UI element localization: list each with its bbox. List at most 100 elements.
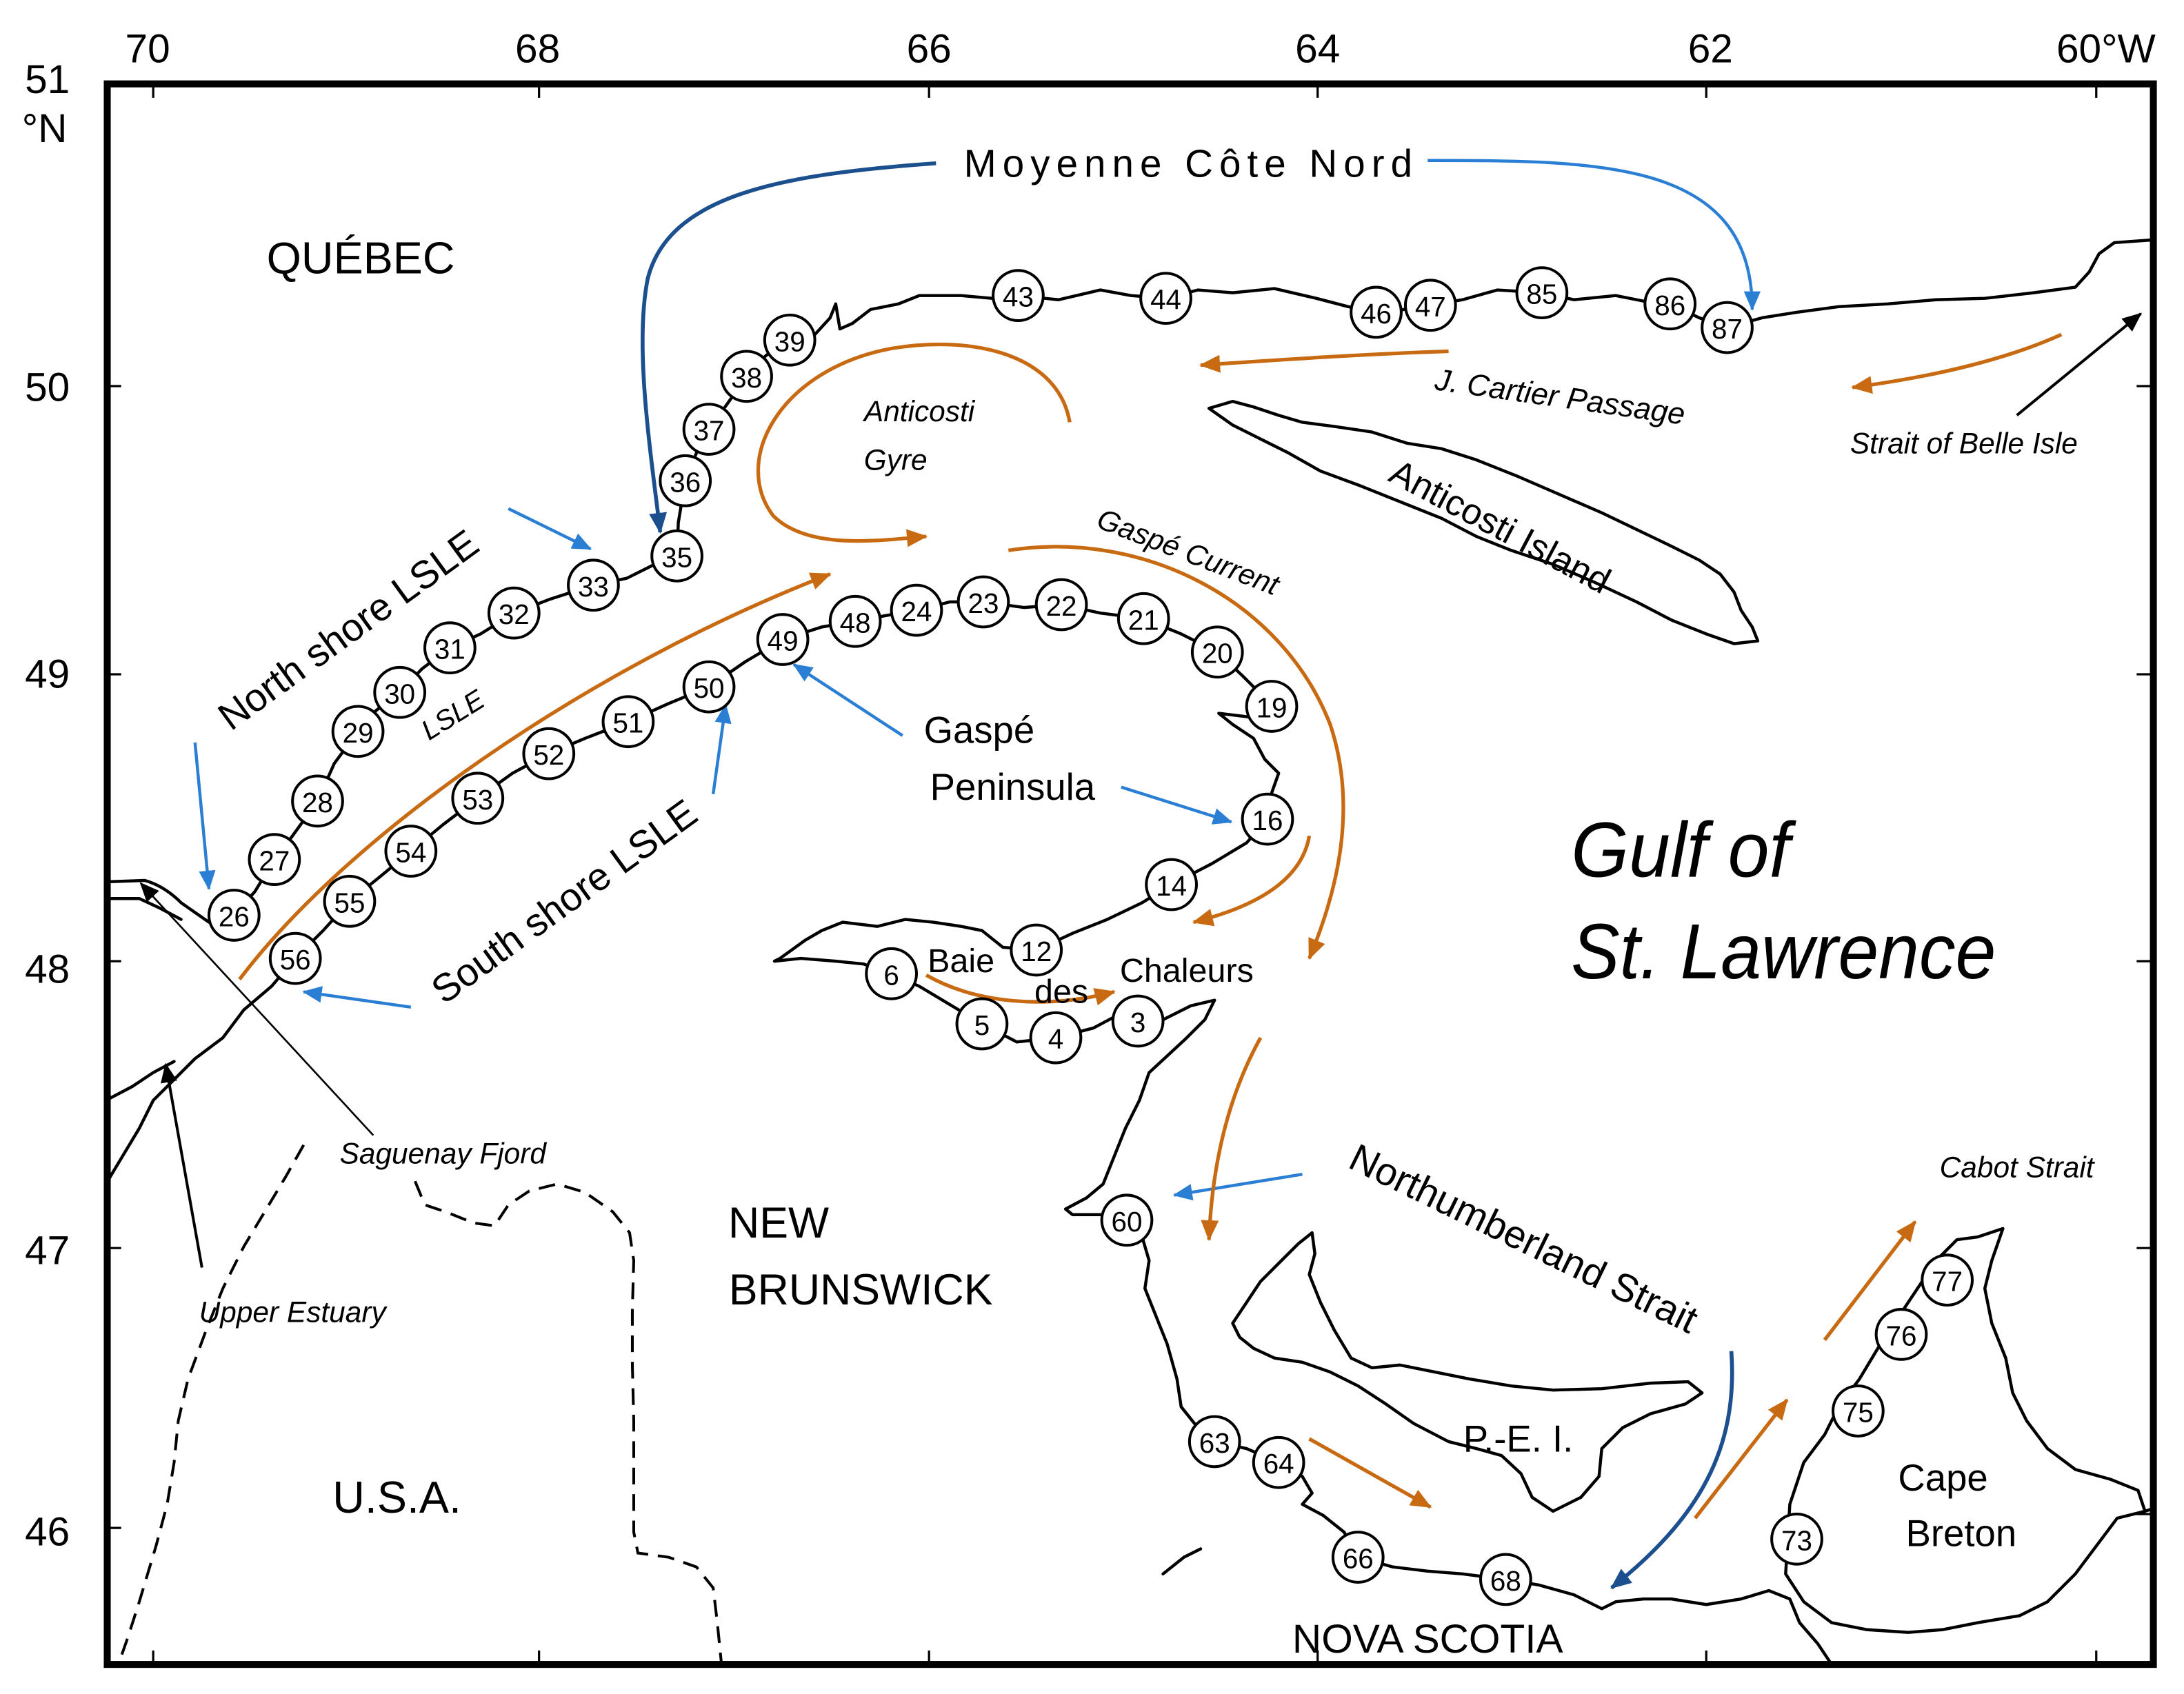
station-marker: 35	[650, 529, 703, 583]
lsle-label: LSLE	[415, 683, 490, 746]
quebec-label: QUÉBEC	[267, 233, 455, 283]
station-marker: 51	[601, 695, 655, 749]
station-marker: 3	[1111, 994, 1165, 1048]
gulf-label-line1: Gulf of	[1571, 807, 1796, 894]
station-circle	[682, 403, 736, 456]
nova-scotia-label: NOVA SCOTIA	[1292, 1617, 1563, 1662]
station-marker: 37	[682, 403, 736, 456]
station-circle	[1034, 578, 1088, 632]
station-marker: 6	[865, 947, 919, 1000]
station-number: 21	[1128, 604, 1159, 636]
anticosti-island-outline	[1207, 399, 1760, 645]
station-marker: 60	[1100, 1193, 1154, 1247]
station-circle	[1831, 1384, 1885, 1438]
station-marker: 32	[487, 586, 541, 640]
station-circle	[1116, 592, 1170, 645]
station-number: 24	[901, 596, 932, 627]
station-number: 27	[259, 845, 290, 877]
latitude-axis: 51 °N 50 49 48 47 46	[22, 57, 70, 1555]
strait-of-belle-isle-label: Strait of Belle Isle	[1850, 427, 2078, 459]
station-number: 5	[974, 1009, 990, 1041]
station-marker: 44	[1139, 272, 1192, 325]
cape-breton-label-line2: Breton	[1906, 1513, 2017, 1555]
station-circle	[567, 558, 620, 612]
station-marker: 20	[1190, 625, 1244, 679]
baie-des-chaleurs-label-word3: Chaleurs	[1120, 952, 1254, 989]
longitude-tick-label: 62	[1688, 27, 1733, 72]
cape-breton-outline	[1784, 1227, 2147, 1634]
station-number: 30	[384, 678, 415, 709]
station-number: 31	[434, 634, 465, 665]
station-circle	[1111, 994, 1165, 1048]
station-number: 19	[1256, 692, 1288, 724]
station-marker: 30	[373, 665, 427, 719]
station-number: 22	[1046, 590, 1077, 622]
station-marker: 36	[659, 454, 712, 507]
station-marker: 73	[1770, 1512, 1823, 1566]
station-number: 76	[1886, 1320, 1917, 1351]
station-marker: 23	[956, 575, 1010, 629]
north-shore-arrow-33	[508, 507, 592, 551]
station-circle	[601, 695, 655, 749]
south-shore-arrow-56	[302, 986, 412, 1009]
station-number: 47	[1415, 291, 1446, 323]
station-number: 63	[1199, 1427, 1230, 1459]
station-marker: 16	[1241, 792, 1294, 846]
station-number: 14	[1156, 870, 1187, 902]
station-circle	[291, 774, 344, 828]
cabot-flow-arrow-2	[1823, 1220, 1917, 1342]
station-number: 56	[280, 944, 311, 976]
station-marker: 27	[248, 833, 301, 887]
station-circle	[1190, 625, 1244, 679]
station-number: 48	[840, 607, 871, 638]
station-number: 39	[774, 325, 805, 357]
pei-outline	[1231, 1231, 1704, 1513]
station-marker: 14	[1145, 858, 1199, 911]
station-marker: 26	[207, 889, 261, 942]
station-marker: 31	[423, 621, 477, 675]
station-circle	[956, 575, 1010, 629]
station-number: 87	[1712, 313, 1743, 345]
north-shore-arrow-26	[193, 742, 216, 891]
jacques-cartier-arrow	[1199, 349, 1449, 373]
station-number: 55	[334, 887, 365, 918]
anticosti-gyre-label-line2: Gyre	[864, 444, 928, 476]
station-marker: 47	[1403, 279, 1457, 332]
anticosti-gyre-label-line1: Anticosti	[862, 395, 976, 427]
station-number: 46	[1361, 298, 1392, 330]
station-circle	[1245, 680, 1299, 733]
station-marker: 43	[992, 269, 1045, 323]
saguenay-coastline	[107, 897, 183, 921]
station-circle	[1479, 1553, 1532, 1606]
station-number: 75	[1843, 1397, 1874, 1429]
station-number: 86	[1654, 290, 1685, 321]
station-circle	[659, 454, 712, 507]
station-circle	[1403, 279, 1457, 332]
latitude-tick-label: 49	[25, 652, 70, 697]
northumberland-flow-arrow	[1308, 1437, 1432, 1509]
station-circle	[1188, 1415, 1241, 1469]
longitude-axis: 70 68 66 64 62 60°W	[126, 27, 2156, 72]
station-marker: 49	[756, 613, 810, 666]
cabot-strait-label: Cabot Strait	[1940, 1151, 2096, 1184]
station-number: 6	[883, 959, 899, 991]
latitude-tick-label: 46	[25, 1510, 70, 1555]
station-marker: 28	[291, 774, 344, 828]
station-number: 3	[1130, 1007, 1145, 1038]
station-circle	[248, 833, 301, 887]
gaspe-arrow-16	[1121, 785, 1233, 825]
station-circle	[207, 889, 261, 942]
cape-breton-label-line1: Cape	[1898, 1457, 1987, 1499]
station-circle	[1921, 1253, 1974, 1307]
station-number: 64	[1263, 1448, 1294, 1480]
station-circle	[1350, 285, 1403, 339]
station-circle	[487, 586, 541, 640]
circulation-arrows	[139, 159, 2142, 1590]
map-frame	[103, 80, 2157, 1668]
station-circle	[451, 772, 505, 825]
station-number: 54	[395, 837, 426, 869]
station-circle	[955, 997, 1009, 1051]
station-circle	[268, 931, 322, 985]
station-marker: 24	[890, 583, 943, 637]
jacques-cartier-passage-label: J. Cartier Passage	[1432, 363, 1687, 432]
